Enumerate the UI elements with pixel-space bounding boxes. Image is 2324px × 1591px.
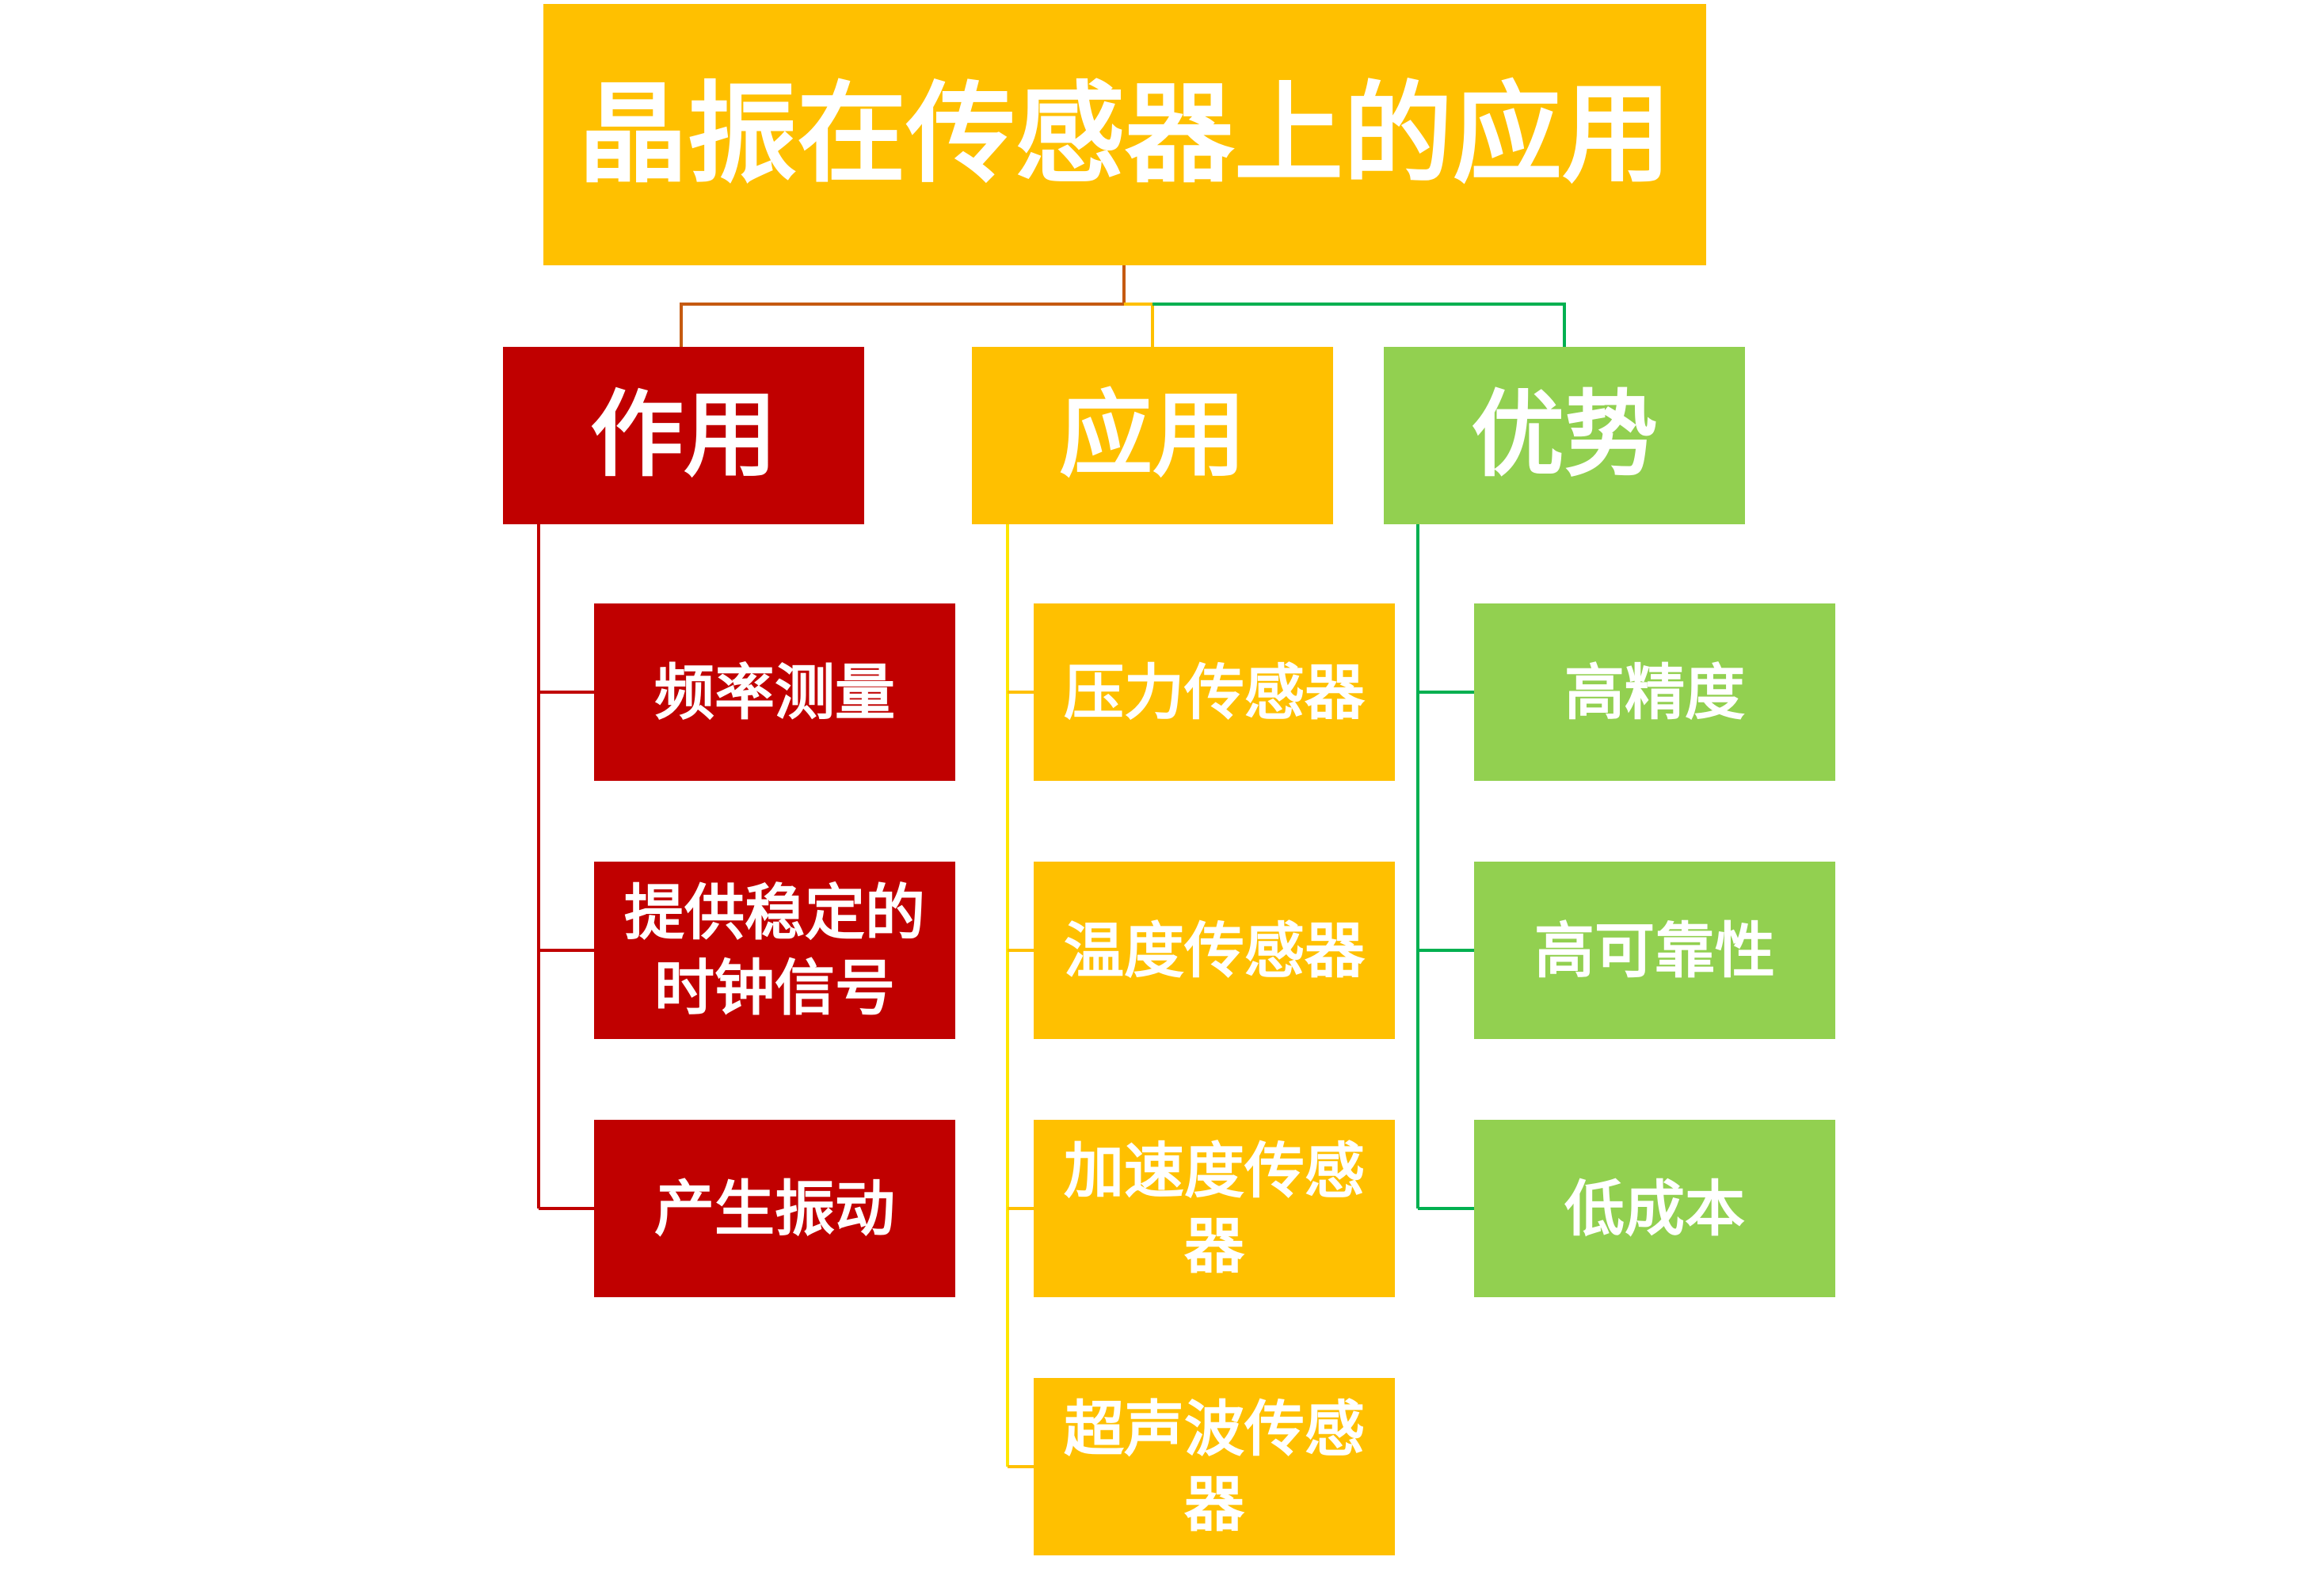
leaf-label: 超声波传感器: [1064, 1394, 1365, 1540]
leaf-label: 频率测量: [654, 657, 895, 728]
leaf-label: 高精度: [1564, 657, 1745, 728]
category-node-yingyong: 应用: [972, 347, 1333, 524]
leaf-label: 高可靠性: [1534, 915, 1775, 986]
root-node: 晶振在传感器上的应用: [543, 4, 1706, 265]
leaf-node-pressure-sensor: 压力传感器: [1034, 603, 1395, 781]
leaf-node-stable-clock-signal: 提供稳定的时钟信号: [594, 862, 955, 1039]
leaf-node-high-precision: 高精度: [1474, 603, 1835, 781]
leaf-node-low-cost: 低成本: [1474, 1120, 1835, 1297]
link-root-to-youshi: [1152, 303, 1566, 347]
leaf-label: 压力传感器: [1064, 657, 1365, 728]
leaf-node-generate-vibration: 产生振动: [594, 1120, 955, 1297]
category-label-youshi: 优势: [1470, 380, 1658, 490]
leaf-label: 温度传感器: [1064, 915, 1365, 986]
category-label-yingyong: 应用: [1058, 380, 1246, 490]
link-root-to-yingyong: [1124, 303, 1154, 347]
category-node-zuoyong: 作用: [503, 347, 864, 524]
leaf-label: 低成本: [1564, 1173, 1745, 1244]
leaf-node-high-reliability: 高可靠性: [1474, 862, 1835, 1039]
root-label: 晶振在传感器上的应用: [577, 70, 1671, 198]
leaf-node-acceleration-sensor: 加速度传感器: [1034, 1120, 1395, 1297]
leaf-node-temperature-sensor: 温度传感器: [1034, 862, 1395, 1039]
leaf-label: 加速度传感器: [1064, 1136, 1365, 1281]
leaf-label: 提供稳定的时钟信号: [624, 877, 925, 1023]
category-node-youshi: 优势: [1384, 347, 1745, 524]
leaf-node-ultrasonic-sensor: 超声波传感器: [1034, 1378, 1395, 1555]
leaf-node-frequency-measurement: 频率测量: [594, 603, 955, 781]
link-root-to-zuoyong: [680, 265, 1126, 347]
category-label-zuoyong: 作用: [589, 380, 777, 490]
leaf-label: 产生振动: [654, 1173, 895, 1244]
